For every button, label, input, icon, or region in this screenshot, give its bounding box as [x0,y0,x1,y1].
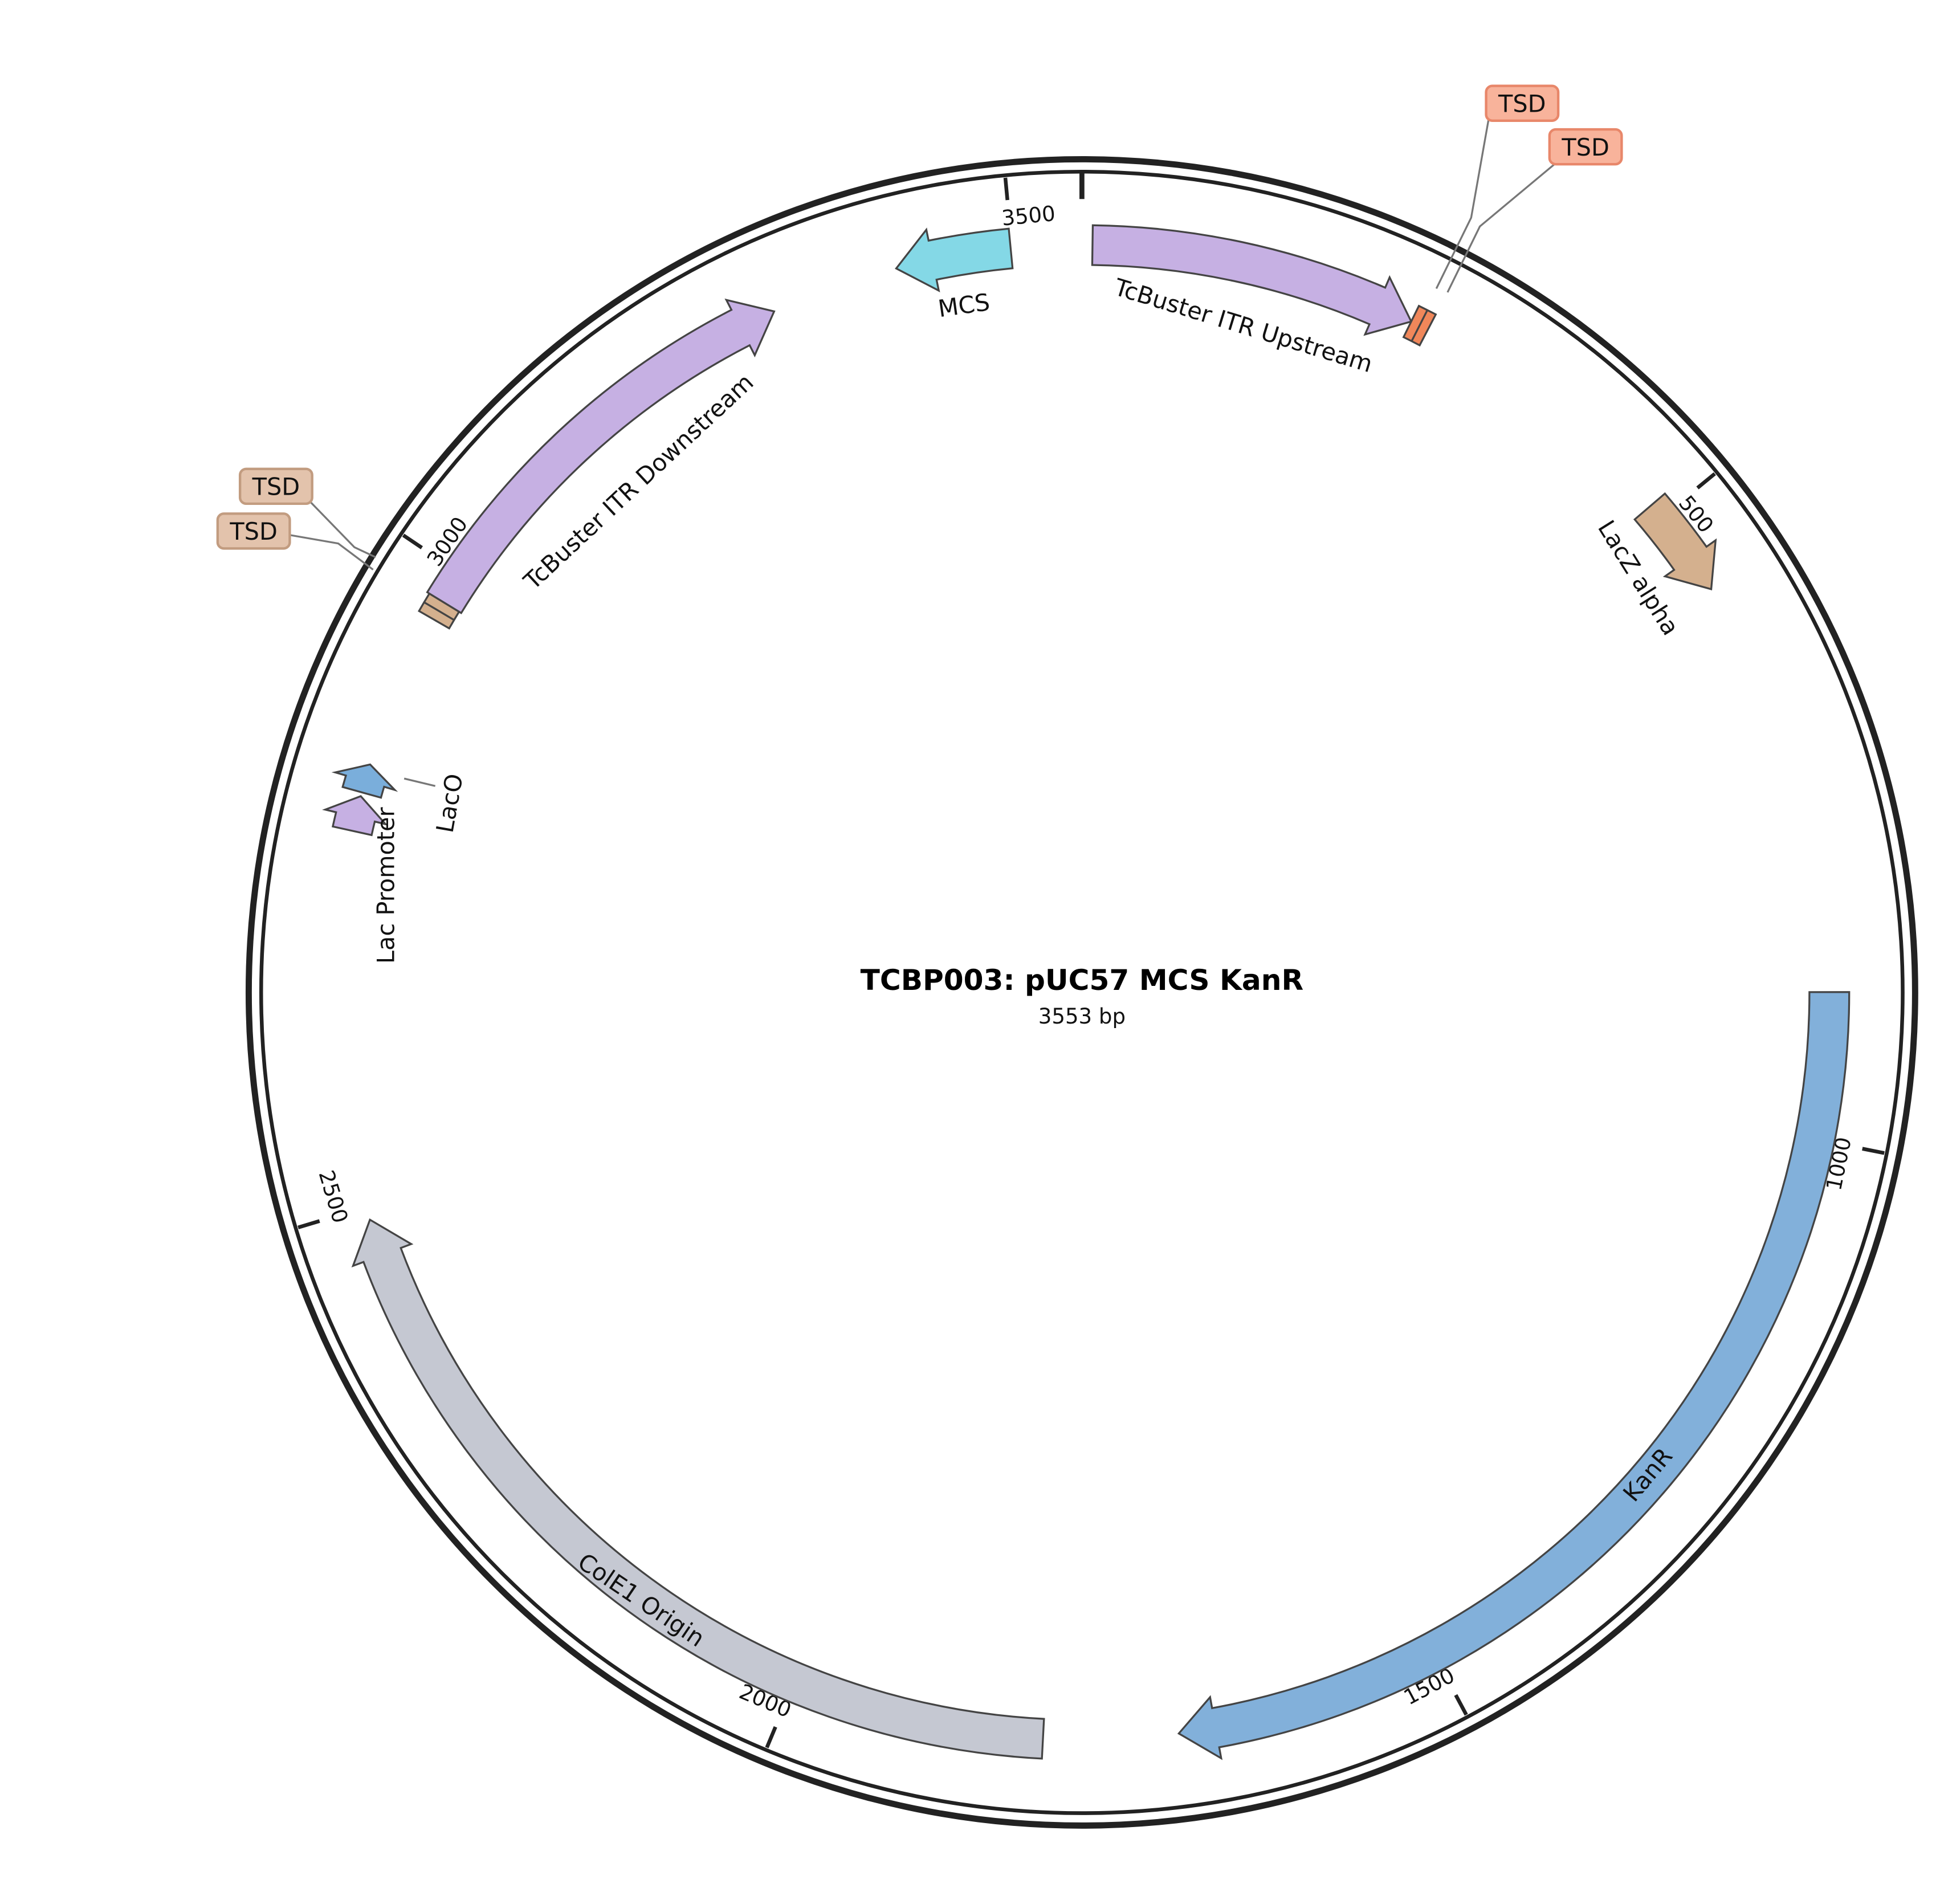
tsd-label-4[interactable]: TSD [216,512,291,550]
tsd-label-2[interactable]: TSD [1548,128,1623,166]
feature-lacz-alpha[interactable] [1633,492,1717,590]
tick-2500 [297,1219,320,1229]
feature-mcs[interactable] [895,227,1014,292]
tick-label: 3500 [1001,201,1057,231]
feature-tcbuster-itr-downstream[interactable] [426,298,776,614]
tsd-callouts: TSD TSD TSD TSD [216,84,1623,787]
feature-laco[interactable] [331,763,398,799]
tick-3500 [1003,177,1009,201]
tsd-label-3[interactable]: TSD [238,467,313,505]
callout-line [404,777,436,787]
backbone-outer-ring [245,156,1918,1829]
tsd-label-text: TSD [1561,134,1609,161]
tsd-label-text: TSD [229,518,278,545]
label-lac-promoter: Lac Promoter [373,806,400,964]
callout-line [288,533,374,570]
callout-line [1446,163,1555,293]
label-laco: LacO [431,772,468,835]
tsd-label-1[interactable]: TSD [1485,84,1560,122]
label-cole1-origin: ColE1 Origin [573,1548,710,1652]
tick-2000 [765,1726,777,1748]
features [322,224,1851,1760]
tick-1000 [1862,1147,1885,1155]
tsd-divider [1411,309,1428,342]
tick-label: 2500 [313,1167,352,1226]
tsd-label-text: TSD [1498,91,1546,118]
feature-kanr[interactable] [1177,991,1851,1760]
callout-line [1435,119,1490,290]
feature-tcbuster-itr-upstream[interactable] [1091,224,1413,336]
tick-500 [1696,472,1716,490]
callout-line [310,502,376,558]
label-mcs: MCS [936,288,992,323]
plasmid-title: TCBP003: pUC57 MCS KanR [861,963,1303,997]
feature-cole1-origin[interactable] [351,1218,1045,1760]
plasmid-length: 3553 bp [1038,1004,1126,1029]
tsd-divider [423,601,455,621]
tick-1500 [1454,1694,1468,1716]
tsd-label-text: TSD [252,474,300,501]
backbone [245,156,1918,1829]
tick-3000 [402,533,423,549]
feature-lac-promoter[interactable] [322,795,389,837]
